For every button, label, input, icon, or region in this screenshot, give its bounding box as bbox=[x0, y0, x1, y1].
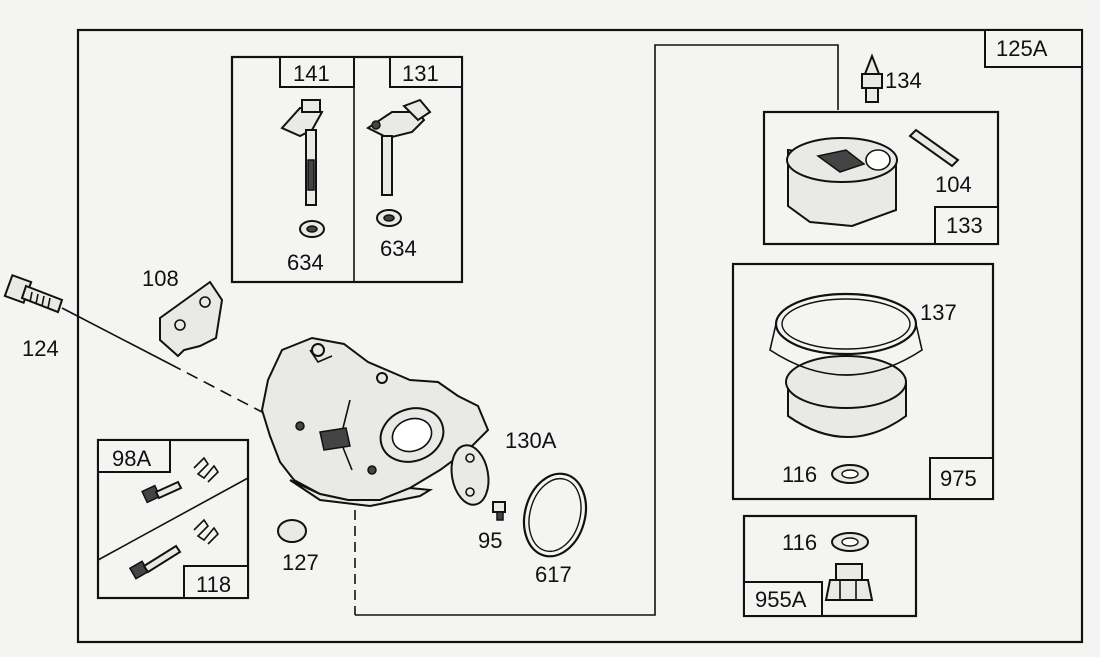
callout-125A[interactable]: 125A bbox=[984, 29, 1083, 68]
float-kit-group: 133 104 bbox=[762, 110, 1000, 246]
callout-141-label: 141 bbox=[293, 61, 330, 86]
screw-leader-dashed bbox=[169, 363, 263, 413]
kit-divider-line bbox=[355, 44, 839, 616]
carburetor-body-part[interactable] bbox=[260, 336, 490, 508]
callout-134[interactable]: 134 bbox=[885, 68, 922, 93]
callout-634-left[interactable]: 634 bbox=[287, 250, 324, 275]
screw-leader-line bbox=[61, 307, 171, 365]
float-part[interactable] bbox=[786, 137, 898, 228]
callout-131-box[interactable] bbox=[389, 56, 463, 88]
callout-975-label: 975 bbox=[940, 466, 977, 491]
callout-955A-box[interactable] bbox=[743, 581, 823, 617]
callout-127[interactable]: 127 bbox=[282, 550, 319, 575]
callout-118-box[interactable] bbox=[183, 565, 249, 599]
spring-98A-part[interactable] bbox=[193, 456, 220, 483]
callout-104[interactable]: 104 bbox=[935, 172, 972, 197]
callout-634-right[interactable]: 634 bbox=[380, 236, 417, 261]
gasket-130A-part[interactable] bbox=[447, 442, 493, 507]
callout-116-lower[interactable]: 116 bbox=[782, 530, 817, 555]
needle-valve-134-part[interactable] bbox=[861, 53, 883, 103]
mixture-screw-kit-group: 98A 118 bbox=[96, 438, 250, 600]
callout-95[interactable]: 95 bbox=[478, 528, 502, 553]
bowl-nut-kit-group: 955A 116 bbox=[742, 514, 918, 618]
hinge-pin-104-part[interactable] bbox=[908, 128, 960, 168]
callout-125A-label: 125A bbox=[996, 36, 1048, 61]
idle-screw-part[interactable] bbox=[141, 480, 183, 504]
callout-617[interactable]: 617 bbox=[535, 562, 572, 587]
callout-98A-label: 98A bbox=[112, 446, 151, 471]
screw-124-part[interactable] bbox=[3, 273, 64, 314]
throttle-shaft-kit-group: 141 131 634 634 bbox=[230, 55, 464, 284]
callout-118-label: 118 bbox=[196, 572, 231, 597]
callout-133-box[interactable] bbox=[934, 206, 999, 245]
callout-131-label: 131 bbox=[402, 61, 439, 86]
main-frame bbox=[76, 28, 1084, 644]
callout-116-upper[interactable]: 116 bbox=[782, 462, 817, 487]
screw-95-part[interactable] bbox=[492, 501, 506, 521]
float-bowl-kit-group: 975 137 116 bbox=[731, 262, 995, 501]
callout-955A-label: 955A bbox=[755, 587, 807, 612]
callout-141-box[interactable] bbox=[279, 56, 355, 88]
callout-137[interactable]: 137 bbox=[920, 300, 957, 325]
gasket-108-part[interactable] bbox=[159, 280, 224, 358]
callout-108[interactable]: 108 bbox=[142, 266, 179, 291]
throttle-shaft-part[interactable] bbox=[280, 99, 324, 206]
callout-130A[interactable]: 130A bbox=[505, 428, 557, 453]
callout-975-box[interactable] bbox=[929, 457, 994, 500]
callout-98A-box[interactable] bbox=[97, 439, 171, 473]
bowl-nut-part[interactable] bbox=[824, 563, 874, 601]
callout-124[interactable]: 124 bbox=[22, 336, 59, 361]
float-bowl-part[interactable] bbox=[769, 292, 923, 438]
spring-118-part[interactable] bbox=[193, 518, 220, 545]
callout-133-label: 133 bbox=[946, 213, 983, 238]
plug-127-part[interactable] bbox=[277, 519, 307, 543]
choke-shaft-part[interactable] bbox=[366, 98, 432, 196]
mixture-needle-part[interactable] bbox=[128, 544, 182, 580]
o-ring-617-part[interactable] bbox=[515, 467, 595, 564]
